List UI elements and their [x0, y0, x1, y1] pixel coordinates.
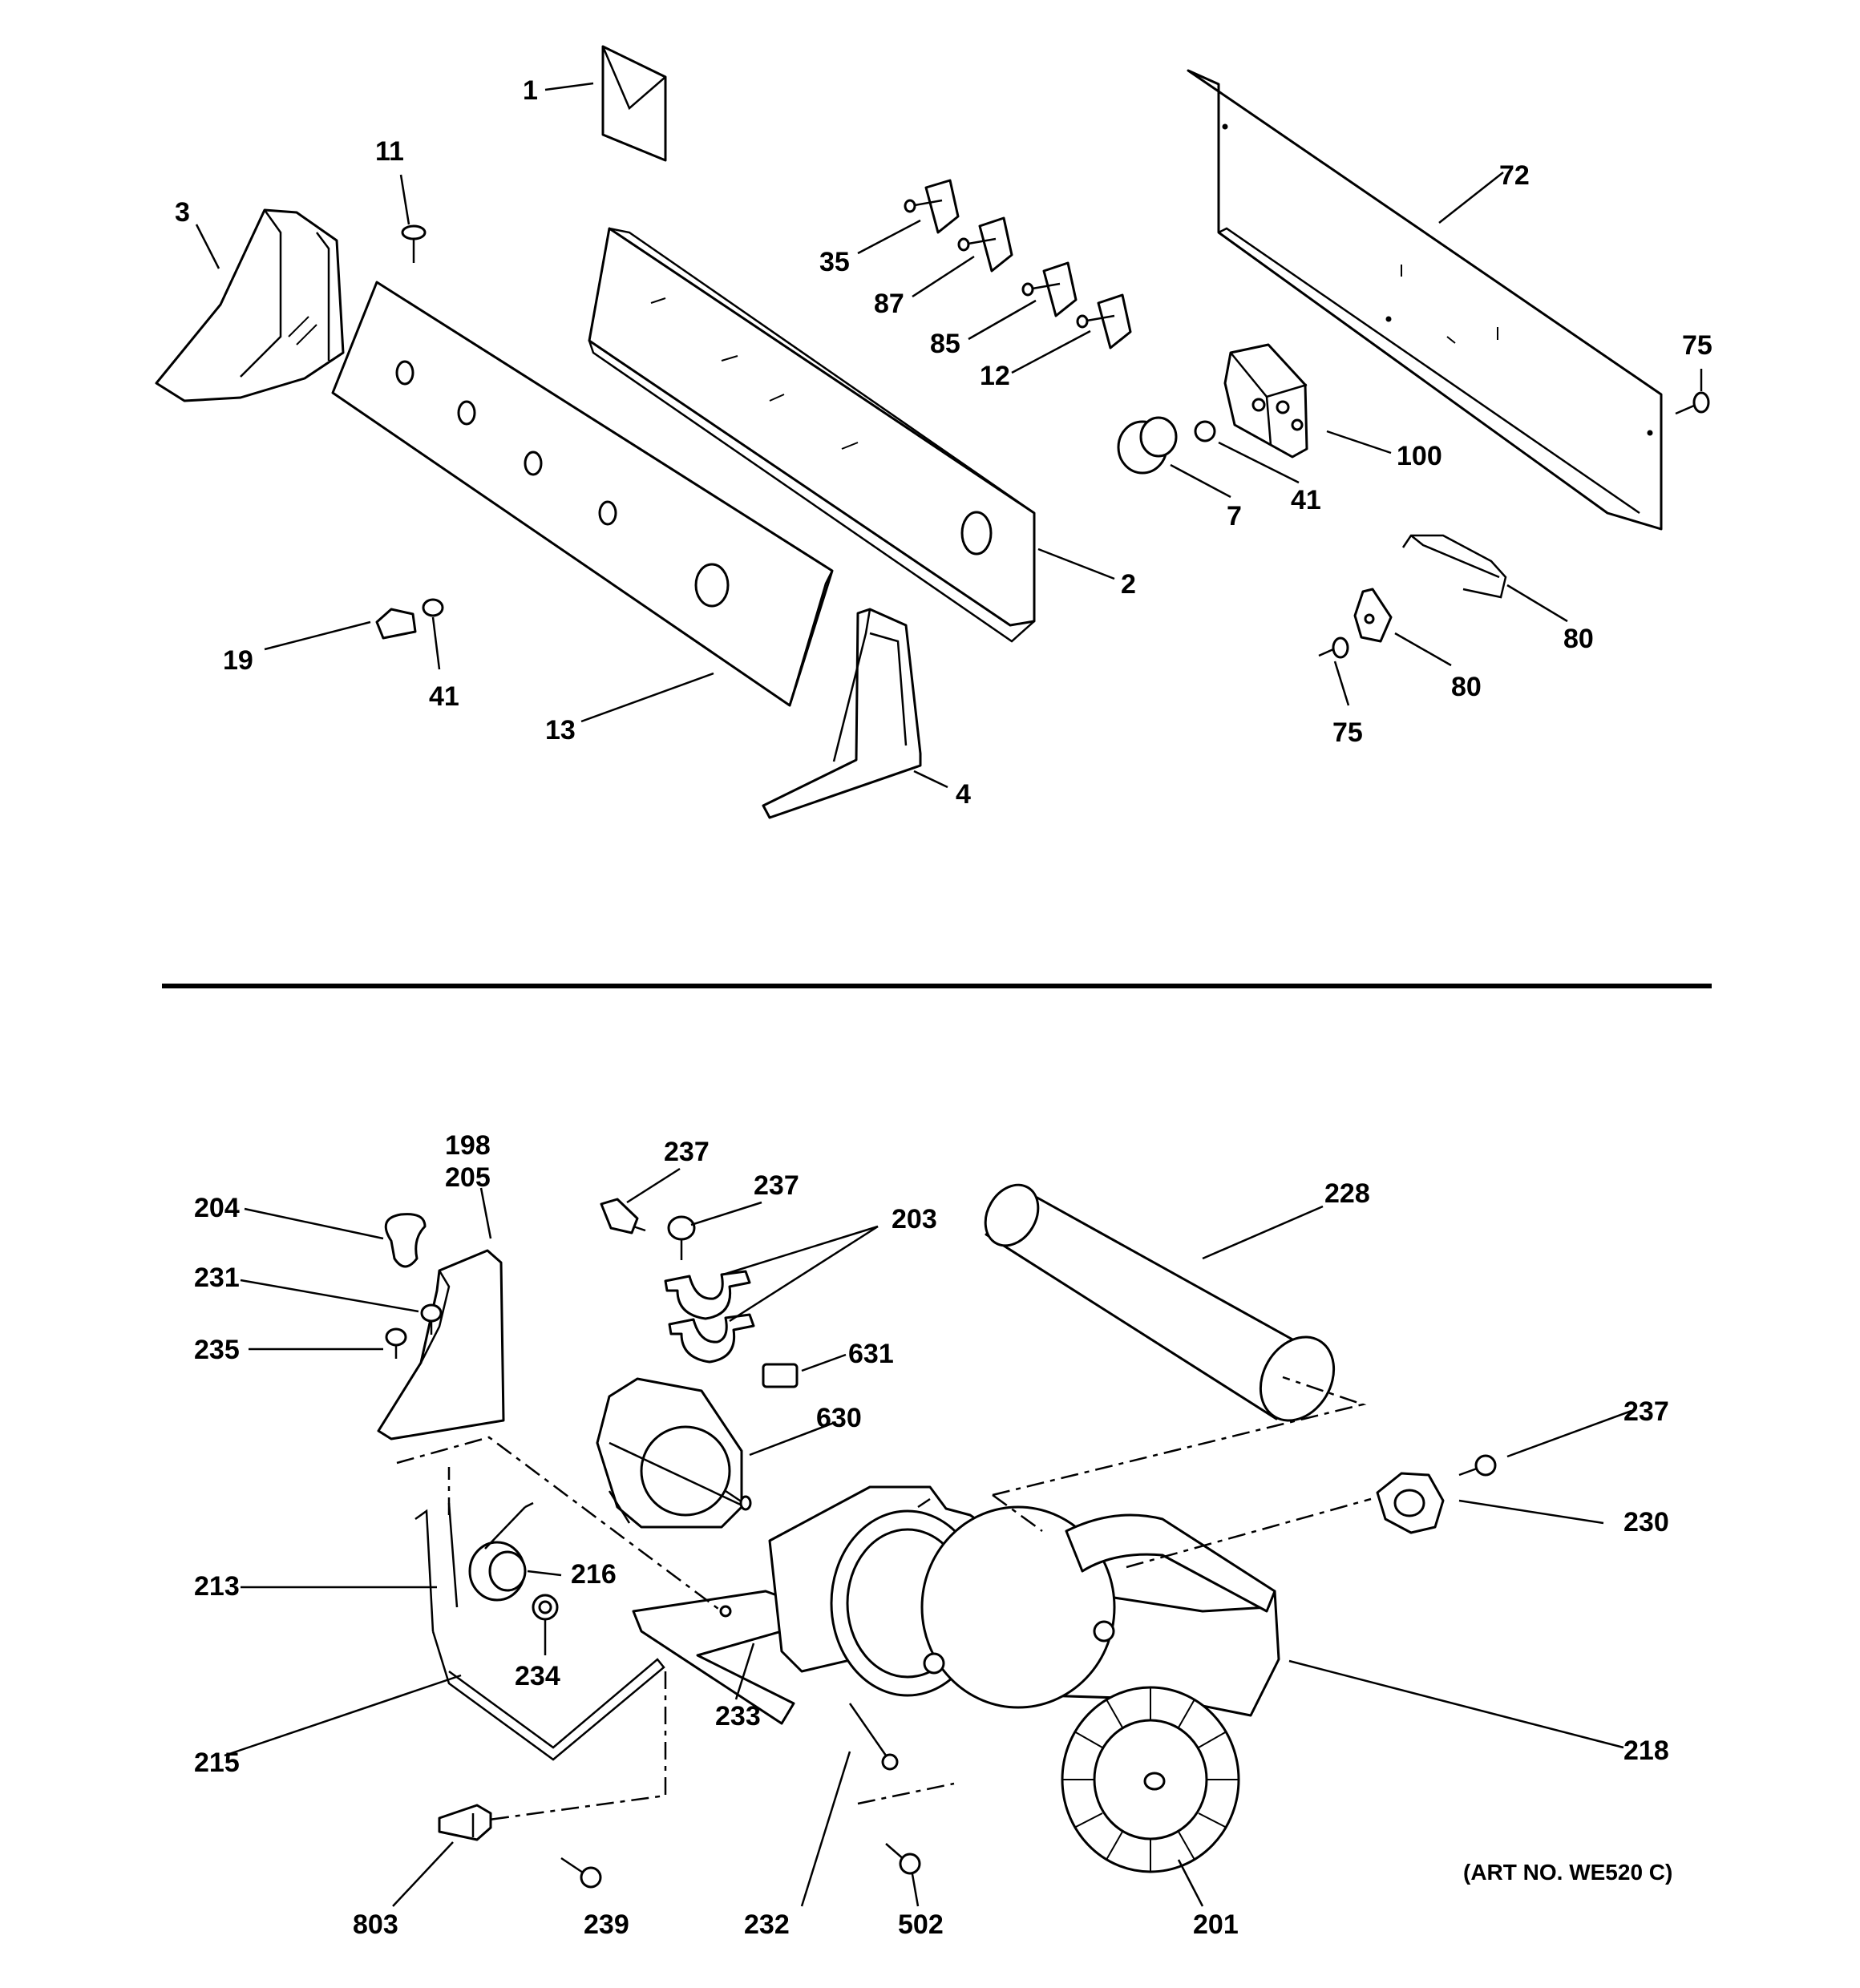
part-215-belt-loop: [431, 1630, 665, 1761]
callout-237c: 237: [1623, 1396, 1669, 1427]
callout-239: 239: [584, 1909, 629, 1940]
part-7-knob: [1117, 416, 1178, 475]
part-87-switch: [957, 216, 1013, 273]
part-72-rear-panel: [1187, 69, 1663, 531]
callout-630: 630: [816, 1403, 862, 1433]
callout-803: 803: [353, 1909, 398, 1940]
part-630-motor: [596, 1377, 752, 1529]
part-230-thermostat: [1376, 1472, 1445, 1534]
part-201-blower-wheel: [1061, 1686, 1240, 1873]
callout-80: 80: [1563, 624, 1594, 654]
part-3-endcap-left: [155, 208, 345, 402]
part-218-blower-housing: [768, 1485, 1280, 1717]
callout-80b: 80: [1451, 672, 1482, 702]
alignment-lines: [396, 1376, 1372, 1821]
callout-41b: 41: [429, 681, 459, 712]
part-237-screw-c: [1458, 1454, 1497, 1477]
part-100-timer: [1223, 343, 1308, 459]
callout-234: 234: [515, 1661, 560, 1691]
part-228-duct: [984, 1183, 1336, 1422]
part-803-switch: [438, 1804, 492, 1841]
part-1-literature: [601, 45, 667, 162]
part-502-screw: [885, 1843, 921, 1875]
part-203-clamp-lower: [668, 1313, 755, 1364]
part-41-clip: [422, 598, 444, 617]
bottom-leader-lines: [224, 1167, 1632, 1907]
part-235-screw: [385, 1327, 407, 1359]
callout-215: 215: [194, 1748, 240, 1778]
callout-75b: 75: [1332, 717, 1363, 748]
part-12-switch: [1076, 293, 1132, 350]
callout-233: 233: [715, 1701, 761, 1731]
callout-35: 35: [819, 247, 850, 277]
callout-1: 1: [523, 75, 538, 106]
part-80-harness: [1401, 534, 1507, 599]
callout-205: 205: [445, 1162, 491, 1193]
part-631-capacitor: [762, 1363, 799, 1388]
callout-216: 216: [571, 1559, 617, 1590]
callout-231: 231: [194, 1263, 240, 1293]
callout-12: 12: [980, 361, 1010, 391]
part-13-control-panel: [331, 281, 834, 707]
callout-75: 75: [1682, 330, 1712, 361]
callout-631: 631: [848, 1339, 894, 1369]
callout-2: 2: [1121, 569, 1136, 600]
part-41-clip-timer: [1194, 420, 1216, 442]
part-239-screw: [560, 1857, 602, 1889]
callout-201: 201: [1193, 1909, 1239, 1940]
part-19-knob: [375, 608, 417, 640]
part-203-clamp-upper: [664, 1270, 751, 1320]
callout-41: 41: [1291, 485, 1321, 515]
callout-198: 198: [445, 1130, 491, 1161]
callout-4: 4: [956, 779, 971, 810]
callout-11: 11: [375, 136, 404, 167]
part-35-switch: [904, 179, 960, 234]
callout-7: 7: [1227, 501, 1242, 531]
art-number: (ART NO. WE520 C): [1463, 1860, 1672, 1885]
top-leader-lines: [195, 82, 1703, 789]
callout-87: 87: [874, 289, 904, 319]
callout-labels: 1 11 3 35 87 85 12 72 75 100 7 41 2 19 4…: [175, 75, 1712, 1940]
callout-100: 100: [1397, 441, 1442, 471]
callout-19: 19: [223, 645, 253, 676]
callout-204: 204: [194, 1193, 240, 1223]
part-75-screw-right: [1675, 391, 1710, 415]
part-213-idler-arm: [414, 1502, 459, 1632]
callout-72: 72: [1499, 160, 1530, 191]
part-11-screw: [401, 224, 427, 263]
callout-203: 203: [892, 1204, 937, 1234]
part-4-endcap-right: [762, 608, 922, 819]
part-85-switch: [1021, 261, 1078, 317]
part-80-bracket: [1353, 588, 1393, 643]
callout-213: 213: [194, 1571, 240, 1602]
callout-235: 235: [194, 1335, 240, 1365]
part-237-screw-b: [667, 1215, 696, 1260]
callout-218: 218: [1623, 1735, 1669, 1766]
callout-13: 13: [545, 715, 576, 746]
part-75-screw-lower: [1318, 636, 1349, 659]
part-204-clip: [384, 1213, 427, 1268]
callout-502: 502: [898, 1909, 944, 1940]
callout-228: 228: [1324, 1178, 1370, 1209]
callout-237b: 237: [754, 1170, 799, 1201]
part-232-rod: [848, 1703, 899, 1771]
callout-85: 85: [930, 329, 960, 359]
callout-230: 230: [1623, 1507, 1669, 1537]
part-216-pulley: [468, 1501, 534, 1602]
part-2-frame: [588, 227, 1036, 643]
part-234-washer: [532, 1594, 559, 1621]
part-205-motor-bracket: [377, 1249, 505, 1440]
callout-3: 3: [175, 197, 190, 228]
part-231-screw: [420, 1303, 443, 1335]
callout-237: 237: [664, 1137, 710, 1167]
callout-232: 232: [744, 1909, 790, 1940]
part-237-screw-a: [600, 1198, 646, 1234]
